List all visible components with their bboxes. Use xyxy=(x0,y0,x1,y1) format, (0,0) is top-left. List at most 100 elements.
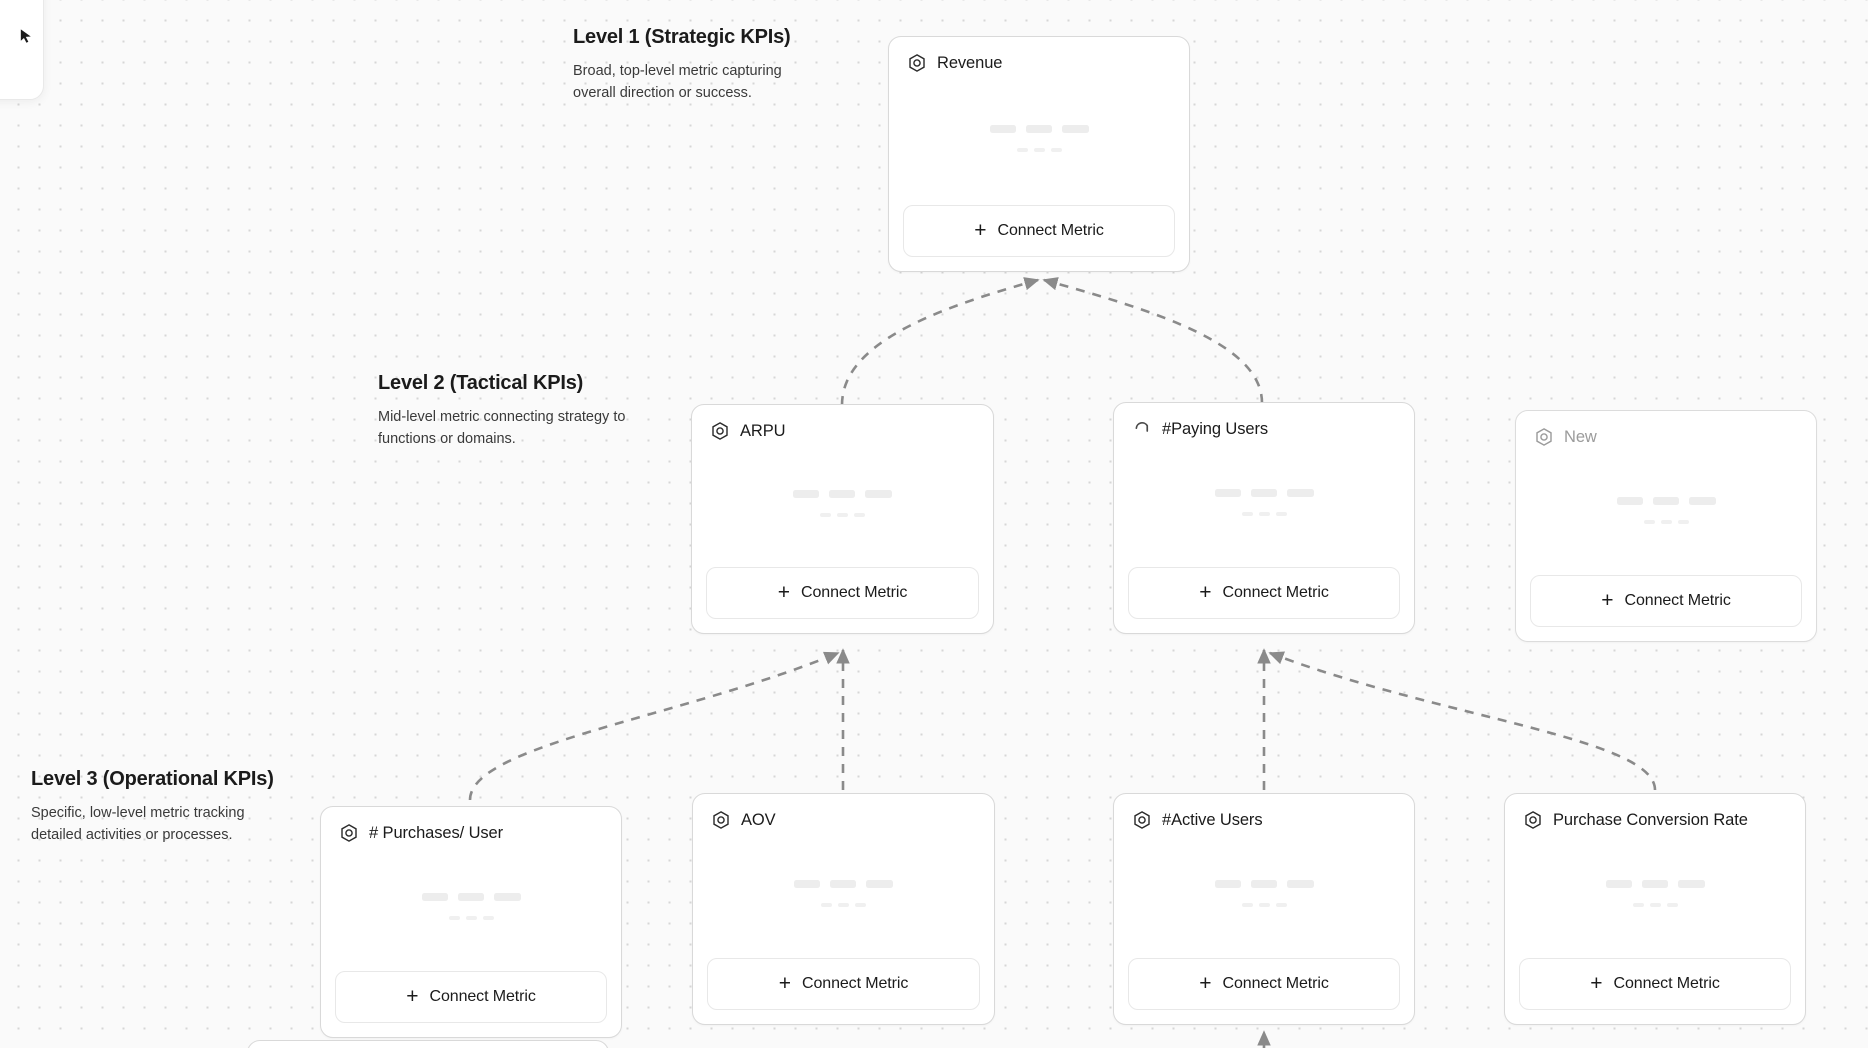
hexagon-metric-icon xyxy=(907,53,927,73)
connect-metric-button[interactable]: + Connect Metric xyxy=(903,205,1175,257)
metric-card-new[interactable]: New + Connect Metric xyxy=(1515,410,1817,642)
connect-metric-button[interactable]: + Connect Metric xyxy=(706,567,979,619)
connect-metric-button[interactable]: + Connect Metric xyxy=(1519,958,1791,1010)
skeleton-bar xyxy=(821,902,832,907)
card-header: #Paying Users xyxy=(1114,403,1414,439)
plus-icon: + xyxy=(1601,588,1614,612)
metric-card-purchases-per-user[interactable]: # Purchases/ User + Connect Metric xyxy=(320,806,622,1038)
hexagon-metric-icon xyxy=(710,421,730,441)
floating-toolbar-panel[interactable] xyxy=(0,0,44,100)
card-placeholder-body xyxy=(1114,439,1414,567)
skeleton-bar xyxy=(1649,902,1661,907)
skeleton-bar xyxy=(989,124,1016,133)
card-placeholder-body xyxy=(693,830,994,958)
skeleton-row-primary xyxy=(421,892,521,901)
skeleton-row-primary xyxy=(1605,879,1705,888)
skeleton-row-secondary xyxy=(821,902,866,907)
level-1-title: Level 1 (Strategic KPIs) xyxy=(573,26,791,48)
card-placeholder-body xyxy=(1516,447,1816,575)
connect-metric-button[interactable]: + Connect Metric xyxy=(707,958,980,1010)
skeleton-bar xyxy=(1660,519,1672,524)
connect-metric-button[interactable]: + Connect Metric xyxy=(1128,958,1400,1010)
skeleton-bar xyxy=(820,512,831,517)
metric-card-revenue[interactable]: Revenue + Connect Metric xyxy=(888,36,1190,272)
level-2-title: Level 2 (Tactical KPIs) xyxy=(378,372,584,394)
skeleton-bar xyxy=(1605,879,1632,888)
skeleton-bar xyxy=(865,489,892,498)
skeleton-bar xyxy=(1652,496,1679,505)
hexagon-metric-icon xyxy=(339,823,359,843)
skeleton-bar xyxy=(1643,519,1655,524)
skeleton-row-secondary xyxy=(1643,519,1689,524)
metric-card-offscreen-bottom[interactable] xyxy=(247,1040,609,1048)
connect-metric-button[interactable]: + Connect Metric xyxy=(1128,567,1400,619)
skeleton-bar xyxy=(1275,902,1287,907)
skeleton-row-secondary xyxy=(1016,147,1062,152)
card-placeholder-body xyxy=(1114,830,1414,958)
skeleton-row-primary xyxy=(1214,879,1314,888)
metric-card-purchase-conversion-rate[interactable]: Purchase Conversion Rate + Connect Metri… xyxy=(1504,793,1806,1025)
skeleton-bar xyxy=(1641,879,1668,888)
edge-purchases-arpu xyxy=(468,651,840,801)
skeleton-bar xyxy=(1275,511,1287,516)
connect-metric-label: Connect Metric xyxy=(997,222,1104,239)
skeleton-bar xyxy=(1061,124,1089,133)
skeleton-row-primary xyxy=(793,489,892,498)
edge-paying-users-revenue xyxy=(1042,277,1264,404)
plus-icon: + xyxy=(406,984,419,1008)
metric-card-aov[interactable]: AOV + Connect Metric xyxy=(692,793,995,1025)
skeleton-row-secondary xyxy=(1241,511,1287,516)
edge-purchase-cvr-paying-users xyxy=(1268,651,1657,791)
skeleton-bar xyxy=(448,915,460,920)
skeleton-bar xyxy=(1258,511,1270,516)
skeleton-bar xyxy=(830,879,856,888)
cursor-pointer-icon[interactable] xyxy=(18,28,35,45)
skeleton-bar xyxy=(1016,147,1028,152)
hexagon-metric-icon xyxy=(1534,427,1554,447)
skeleton-bar xyxy=(1241,902,1253,907)
card-header: AOV xyxy=(693,794,994,830)
skeleton-bar xyxy=(1025,124,1052,133)
card-header: New xyxy=(1516,411,1816,447)
plus-icon: + xyxy=(1590,971,1603,995)
skeleton-bar xyxy=(829,489,855,498)
card-header: Purchase Conversion Rate xyxy=(1505,794,1805,830)
skeleton-row-secondary xyxy=(1241,902,1287,907)
skeleton-bar xyxy=(1688,496,1716,505)
level-3-label: Level 3 (Operational KPIs) Specific, low… xyxy=(31,768,281,846)
metric-card-arpu[interactable]: ARPU + Connect Metric xyxy=(691,404,994,634)
plus-icon: + xyxy=(1199,971,1212,995)
hexagon-metric-icon xyxy=(1132,810,1152,830)
card-title: Purchase Conversion Rate xyxy=(1553,810,1748,829)
connect-metric-button[interactable]: + Connect Metric xyxy=(335,971,607,1023)
connect-metric-label: Connect Metric xyxy=(802,975,909,992)
skeleton-bar xyxy=(1241,511,1253,516)
level-1-description: Broad, top-level metric capturing overal… xyxy=(573,63,782,102)
skeleton-bar xyxy=(482,915,494,920)
skeleton-bar xyxy=(1286,488,1314,497)
connect-metric-button[interactable]: + Connect Metric xyxy=(1530,575,1802,627)
card-title: Revenue xyxy=(937,53,1003,72)
skeleton-bar xyxy=(1677,879,1705,888)
skeleton-bar xyxy=(457,892,484,901)
card-placeholder-body xyxy=(889,73,1189,205)
card-header: Revenue xyxy=(889,37,1189,73)
skeleton-bar xyxy=(1250,488,1277,497)
skeleton-bar xyxy=(1616,496,1643,505)
plus-icon: + xyxy=(1199,580,1212,604)
level-3-title: Level 3 (Operational KPIs) xyxy=(31,768,274,790)
level-3-description: Specific, low-level metric tracking deta… xyxy=(31,805,245,844)
level-2-label: Level 2 (Tactical KPIs) Mid-level metric… xyxy=(378,372,628,450)
metric-card-paying-users[interactable]: #Paying Users + Connect Metric xyxy=(1113,402,1415,634)
metric-card-active-users[interactable]: #Active Users + Connect Metric xyxy=(1113,793,1415,1025)
skeleton-bar xyxy=(866,879,893,888)
plus-icon: + xyxy=(778,971,792,995)
skeleton-row-primary xyxy=(989,124,1089,133)
skeleton-row-secondary xyxy=(448,915,494,920)
skeleton-bar xyxy=(493,892,521,901)
skeleton-bar xyxy=(1050,147,1062,152)
connect-metric-label: Connect Metric xyxy=(1613,975,1720,992)
skeleton-bar xyxy=(1666,902,1678,907)
skeleton-row-primary xyxy=(794,879,893,888)
